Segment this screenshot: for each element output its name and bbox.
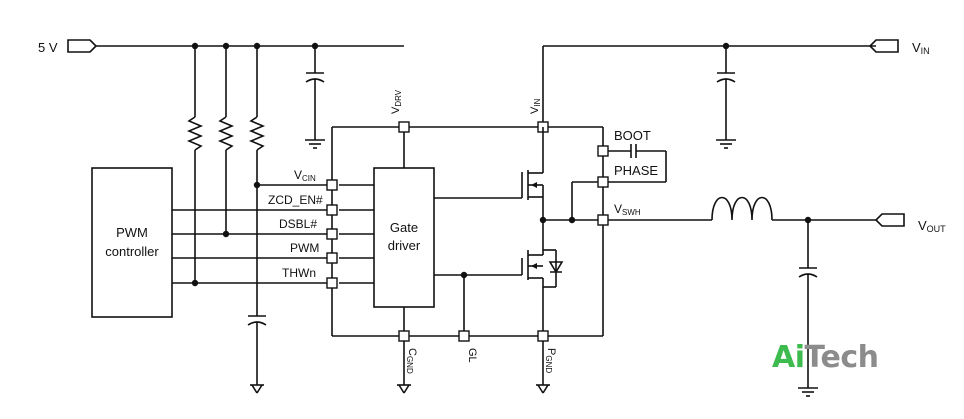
label-phase: PHASE xyxy=(614,163,658,178)
boot-capacitor xyxy=(608,144,667,183)
label-pgnd: PGND xyxy=(544,348,557,373)
label-vin-right: VIN xyxy=(912,40,930,56)
pin-vswh xyxy=(597,214,609,226)
zcd-capacitor xyxy=(247,181,267,394)
low-side-mosfet xyxy=(434,220,564,336)
pullup-resistor-2 xyxy=(217,46,235,234)
switch-node xyxy=(539,181,603,224)
pin-phase xyxy=(597,176,609,188)
pin-dsbl xyxy=(326,228,338,240)
rail-vin xyxy=(542,39,899,149)
pullup-resistor-3 xyxy=(248,46,266,316)
high-side-mosfet xyxy=(434,127,544,220)
label-vdrv: VDRV xyxy=(390,89,403,114)
pin-boot xyxy=(597,145,609,157)
label-vswh: VSWH xyxy=(614,202,641,217)
label-vout: VOUT xyxy=(918,218,946,234)
rail-5v xyxy=(67,39,404,53)
output-inductor xyxy=(608,196,905,227)
label-pwm: PWM xyxy=(290,241,319,255)
signal-lines xyxy=(172,127,405,336)
label-thwn: THWn xyxy=(282,266,316,280)
label-gl: GL xyxy=(466,348,478,363)
pin-cgnd xyxy=(398,330,410,342)
pin-thwn xyxy=(326,277,338,289)
aitech-logo: AiTech xyxy=(772,340,879,375)
cgnd-ground xyxy=(397,341,411,394)
vdrv-decoupling-capacitor xyxy=(305,46,325,149)
label-boot: BOOT xyxy=(614,128,651,143)
pgnd-ground xyxy=(536,341,550,394)
output-capacitor xyxy=(798,220,818,397)
pin-vdrv xyxy=(398,121,410,133)
label-dsbl: DSBL# xyxy=(279,217,317,231)
power-stage-outline xyxy=(331,126,604,337)
pin-gl xyxy=(458,330,470,342)
pin-pwm xyxy=(326,252,338,264)
pin-zcd-en xyxy=(326,204,338,216)
label-5v: 5 V xyxy=(38,40,58,55)
pwm-controller: PWM controller xyxy=(91,167,173,318)
pullup-resistor-1 xyxy=(186,46,204,283)
label-vin-top: VIN xyxy=(529,98,542,114)
pin-vcin xyxy=(326,179,338,191)
svg-text:PWM: PWM xyxy=(116,225,148,240)
pin-pgnd xyxy=(537,330,549,342)
label-zcd-en: ZCD_EN# xyxy=(268,193,323,207)
label-vcin: VCIN xyxy=(294,168,316,183)
label-cgnd: CGND xyxy=(405,348,418,374)
gate-driver: Gate driver xyxy=(373,167,435,308)
svg-text:Gate: Gate xyxy=(390,220,418,235)
svg-text:controller: controller xyxy=(105,244,159,259)
svg-text:driver: driver xyxy=(388,238,421,253)
